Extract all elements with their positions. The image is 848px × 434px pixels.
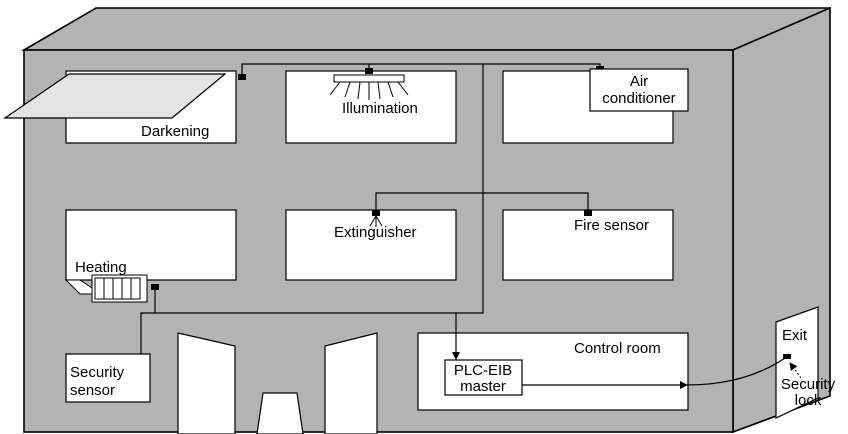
- heating-bus-device: [151, 284, 159, 290]
- security-sensor-label-line1: Security: [70, 364, 125, 381]
- security-lock-label-line2: lock: [795, 392, 822, 409]
- control-room-label: Control room: [574, 340, 661, 357]
- illumination-bus-device: [365, 68, 373, 74]
- light-rays-icon: [329, 81, 409, 100]
- radiator-icon: [91, 274, 148, 303]
- awning-shade: [3, 73, 227, 119]
- fire-sensor-label: Fire sensor: [574, 217, 649, 234]
- room-extinguisher: [285, 209, 457, 281]
- plc-eib-label-line2: master: [460, 378, 506, 395]
- security-lock-label-line1: Security: [781, 376, 836, 393]
- illumination-label: Illumination: [342, 100, 418, 117]
- room-heating: [65, 209, 237, 281]
- plc-eib-master-box: [444, 359, 523, 396]
- darkening-bus-device: [238, 74, 246, 80]
- security-sensor-box: [65, 353, 151, 403]
- room-fire-sensor: [502, 209, 674, 281]
- extinguisher-label: Extinguisher: [334, 224, 417, 241]
- darkening-label: Darkening: [141, 123, 209, 140]
- plc-eib-label-line1: PLC-EIB: [454, 362, 512, 379]
- security-lock-pointer: [789, 362, 802, 379]
- building-roof: [21, 7, 831, 51]
- security-sensor-label-line2: sensor: [70, 382, 115, 399]
- bus-main-riser: [140, 64, 484, 360]
- hallway-right-wall: [324, 332, 378, 434]
- hallway-floor: [256, 392, 304, 434]
- fire-sensor-bus-device: [584, 210, 592, 216]
- air-conditioner-label-line2: conditioner: [602, 90, 675, 107]
- heating-label: Heating: [75, 259, 127, 276]
- extinguisher-spray-icon: [369, 215, 383, 227]
- hallway-left-wall: [177, 332, 236, 434]
- bus-extinguisher-fire-branch: [375, 192, 589, 213]
- air-conditioner-label-line1: Air: [630, 73, 648, 90]
- room-illumination: [285, 70, 457, 144]
- security-lock-device: [783, 354, 791, 359]
- air-conditioner-unit: [589, 68, 689, 112]
- exit-security-lock-curve: [686, 357, 786, 386]
- extinguisher-bus-device: [372, 210, 380, 216]
- lamp-icon: [333, 74, 405, 83]
- exit-label: Exit: [782, 327, 808, 344]
